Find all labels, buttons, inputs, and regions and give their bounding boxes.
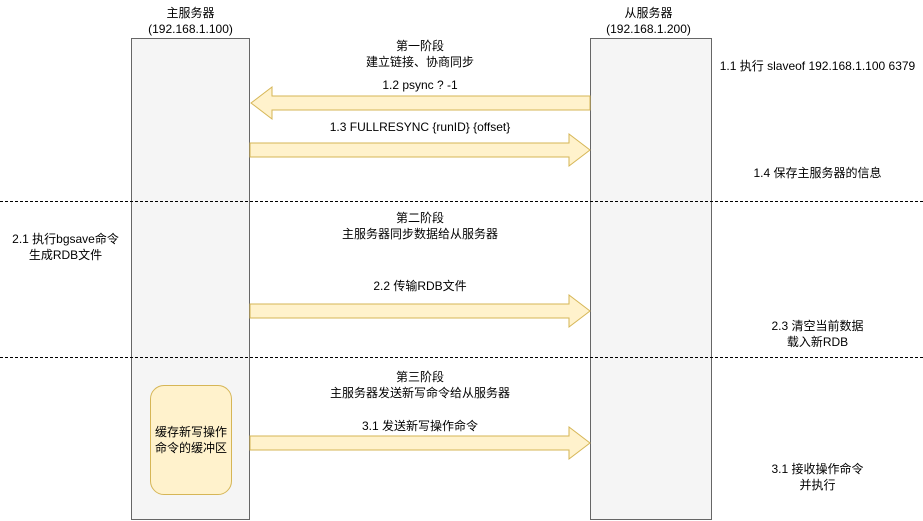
master-actor-label: 主服务器 (192.168.1.100) (118, 5, 263, 37)
message-label-psync: 1.2 psync ? -1 (382, 78, 458, 92)
note-apply-commands-line2: 并执行 (799, 478, 836, 492)
phase-1-title: 第一阶段 (395, 39, 444, 53)
phase-3-subtitle: 主服务器发送新写命令给从服务器 (329, 386, 510, 400)
note-apply-commands: 3.1 接收操作命令 并执行 (712, 461, 923, 493)
arrow-psync-left (250, 85, 591, 121)
note-slaveof-exec: 1.1 执行 slaveof 192.168.1.100 6379 (719, 59, 916, 73)
slave-actor-address: (192.168.1.200) (606, 22, 691, 36)
phase-3-title: 第三阶段 (395, 370, 444, 384)
phase-separator-2 (0, 357, 923, 358)
write-command-buffer-box: 缓存新写操作 命令的缓冲区 (150, 385, 232, 495)
slave-lifeline-box (590, 38, 712, 520)
buffer-box-line1: 缓存新写操作 (154, 425, 227, 439)
slave-actor-name: 从服务器 (624, 6, 673, 20)
phase-separator-1 (0, 201, 923, 202)
message-label-fullresync: 1.3 FULLRESYNC {runID} {offset} (329, 120, 511, 134)
master-actor-name: 主服务器 (166, 6, 215, 20)
note-load-rdb-line2: 载入新RDB (786, 335, 849, 349)
phase-1-header: 第一阶段 建立链接、协商同步 (250, 38, 590, 70)
arrow-fullresync-right (249, 132, 591, 168)
phase-3-header: 第三阶段 主服务器发送新写命令给从服务器 (250, 369, 590, 401)
arrow-rdb-transfer-right (249, 293, 591, 329)
phase-2-title: 第二阶段 (395, 211, 444, 225)
note-bgsave-line1: 2.1 执行bgsave命令 (12, 232, 119, 246)
note-bgsave: 2.1 执行bgsave命令 生成RDB文件 (0, 231, 131, 263)
buffer-box-line2: 命令的缓冲区 (154, 441, 227, 455)
phase-2-header: 第二阶段 主服务器同步数据给从服务器 (250, 210, 590, 242)
note-apply-commands-line1: 3.1 接收操作命令 (771, 462, 864, 476)
phase-1-subtitle: 建立链接、协商同步 (365, 55, 474, 69)
master-actor-address: (192.168.1.100) (148, 22, 233, 36)
note-bgsave-line2: 生成RDB文件 (28, 248, 103, 262)
message-label-write-commands: 3.1 发送新写操作命令 (361, 419, 479, 433)
slave-actor-label: 从服务器 (192.168.1.200) (576, 5, 721, 37)
message-label-rdb-transfer: 2.2 传输RDB文件 (373, 279, 467, 293)
note-load-rdb: 2.3 清空当前数据 载入新RDB (712, 318, 923, 350)
arrow-write-commands-right (249, 425, 591, 461)
phase-2-subtitle: 主服务器同步数据给从服务器 (341, 227, 498, 241)
note-save-master-info: 1.4 保存主服务器的信息 (753, 166, 882, 180)
note-load-rdb-line1: 2.3 清空当前数据 (771, 319, 864, 333)
